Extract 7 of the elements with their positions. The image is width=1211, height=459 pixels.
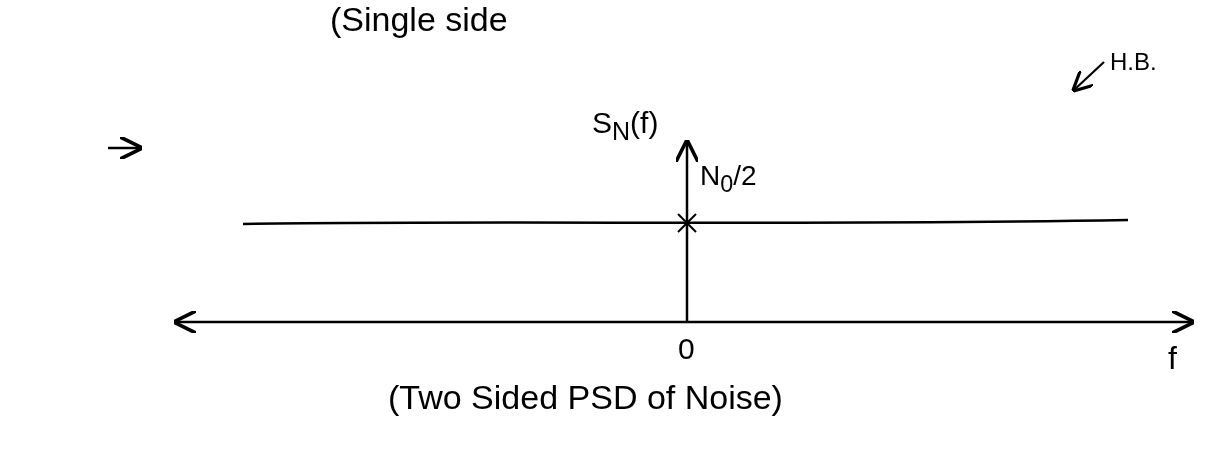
annotation-text: H.B.: [1110, 48, 1157, 76]
level-label: N$_{0}$/2: [700, 160, 757, 198]
partial-heading: (Single side: [330, 0, 508, 39]
axis-label: f: [1168, 340, 1177, 377]
axis-label: S$_{N}$(f): [592, 106, 659, 146]
tick-label: 0: [678, 332, 695, 366]
caption: (Two Sided PSD of Noise): [388, 378, 783, 417]
